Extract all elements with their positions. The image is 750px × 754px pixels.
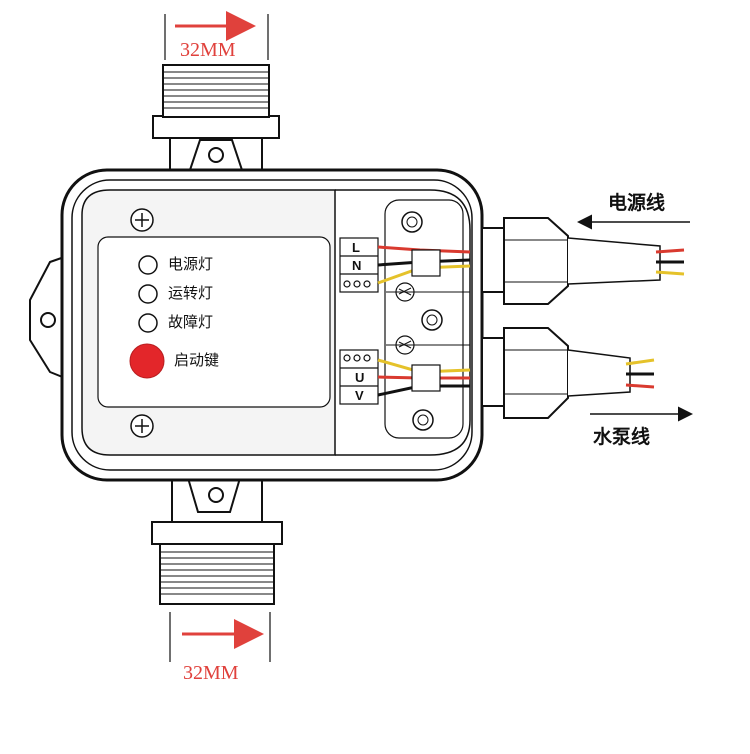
top-fitting [152, 64, 280, 171]
power-cable [567, 237, 685, 285]
bottom-dimension-label: 32MM [183, 662, 239, 684]
left-mounting-lug [29, 253, 71, 382]
fault-lamp-icon [138, 313, 158, 333]
bottom-dimension-mark [169, 612, 271, 662]
cover-screw-bottom [130, 414, 154, 438]
terminal-l-label: L [352, 240, 360, 255]
pump-cable [567, 349, 655, 397]
power-lamp-label: 电源灯 [168, 255, 214, 273]
label-panel [97, 236, 331, 408]
terminal-v-label: V [355, 388, 364, 403]
power-cable-gland [481, 217, 569, 305]
fault-lamp-label: 故障灯 [168, 313, 214, 331]
pump-terminal-block [339, 349, 379, 405]
power-cable-label: 电源线 [608, 192, 666, 214]
cover-screw-top [130, 208, 154, 232]
start-button-label: 启动键 [174, 351, 220, 369]
power-lamp-icon [138, 255, 158, 275]
pump-internal-wires [377, 358, 471, 397]
start-button[interactable] [129, 343, 165, 379]
run-lamp-icon [138, 284, 158, 304]
power-internal-wires [377, 245, 471, 285]
run-lamp-label: 运转灯 [168, 284, 214, 302]
terminal-compartment [335, 189, 471, 456]
bottom-fitting [151, 477, 283, 605]
terminal-u-label: U [355, 370, 365, 385]
power-terminal-block [339, 237, 379, 293]
top-dimension-mark [164, 11, 269, 60]
controller-housing [60, 168, 484, 482]
terminal-n-label: N [352, 258, 362, 273]
pump-cable-gland [481, 327, 569, 419]
top-dimension-label: 32MM [180, 39, 236, 61]
pump-cable-label: 水泵线 [593, 426, 651, 448]
